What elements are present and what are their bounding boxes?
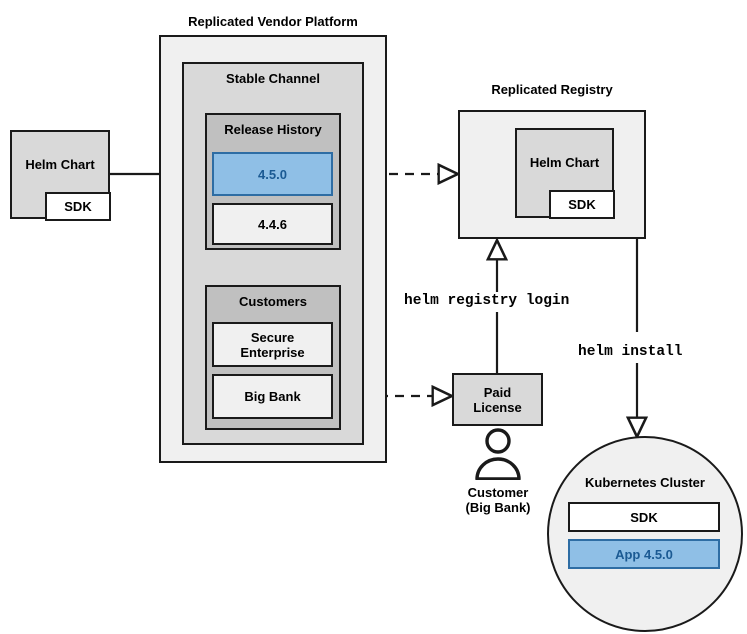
release-item-450[interactable]: 4.5.0 — [212, 152, 333, 196]
helm-chart-source-sdk-box[interactable]: SDK — [45, 192, 111, 221]
vendor-platform-title: Replicated Vendor Platform — [188, 14, 358, 29]
registry-title: Replicated Registry — [491, 82, 613, 97]
customers-label: Customers — [239, 294, 307, 309]
release-version-label: 4.4.6 — [258, 216, 287, 232]
cluster-component-app[interactable]: App 4.5.0 — [568, 539, 720, 569]
kubernetes-cluster-circle — [547, 436, 743, 632]
customer-actor-label: Customer (Big Bank) — [465, 485, 531, 515]
customer-name-label: Secure Enterprise — [240, 329, 305, 360]
release-history-label: Release History — [224, 122, 322, 137]
sdk-label: SDK — [64, 199, 92, 214]
customer-name-label: Big Bank — [244, 389, 301, 404]
cluster-component-label: SDK — [630, 509, 658, 525]
customer-person-icon — [475, 428, 521, 480]
cluster-component-label: App 4.5.0 — [615, 546, 673, 562]
paid-license-box[interactable]: Paid License — [452, 373, 543, 426]
customer-item-secure-enterprise[interactable]: Secure Enterprise — [212, 322, 333, 367]
customer-item-big-bank[interactable]: Big Bank — [212, 374, 333, 419]
release-item-446[interactable]: 4.4.6 — [212, 203, 333, 245]
paid-license-label: Paid License — [473, 384, 522, 415]
registry-sdk-box[interactable]: SDK — [549, 190, 615, 219]
stable-channel-label: Stable Channel — [226, 71, 320, 86]
kubernetes-cluster-label: Kubernetes Cluster — [585, 475, 705, 490]
helm-chart-source-label: Helm Chart — [25, 157, 95, 172]
cluster-component-sdk[interactable]: SDK — [568, 502, 720, 532]
registry-helm-chart-label: Helm Chart — [529, 154, 600, 170]
command-helm-registry-login: helm registry login — [404, 293, 570, 309]
sdk-label: SDK — [568, 197, 596, 212]
release-version-label: 4.5.0 — [258, 166, 287, 182]
command-helm-install: helm install — [578, 344, 683, 360]
